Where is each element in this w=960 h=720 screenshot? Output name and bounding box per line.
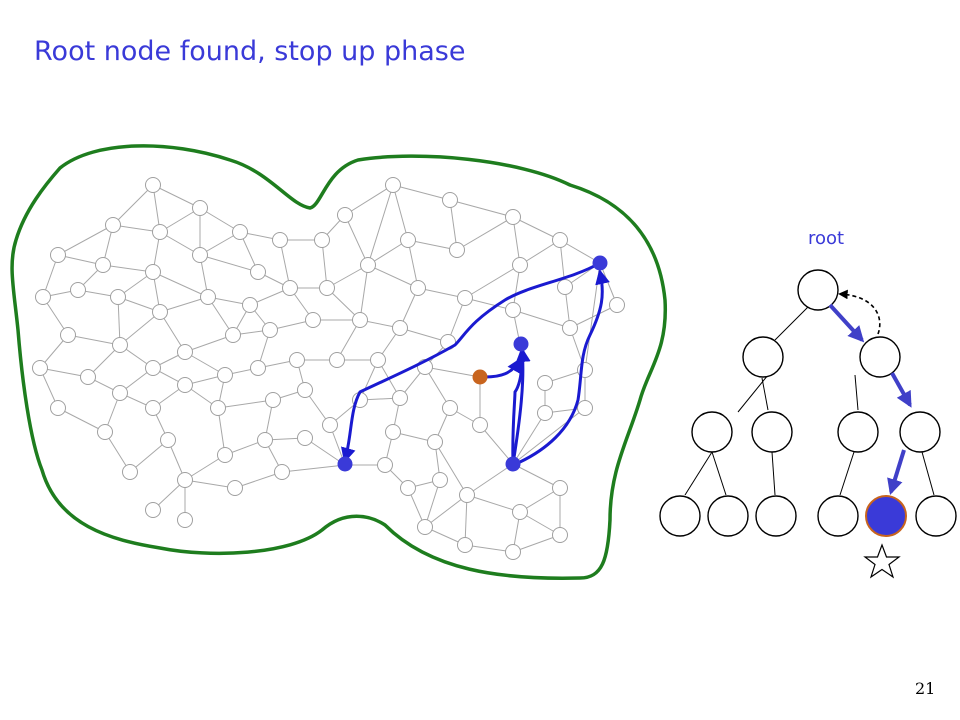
tree-current-node: [865, 495, 907, 537]
slide-title: Root node found, stop up phase: [34, 36, 466, 67]
tree-path-arrows: [828, 303, 912, 496]
graph-edges: [39, 184, 618, 553]
tree-root-label: root: [808, 228, 845, 249]
path-node-mid: [513, 336, 529, 352]
tree-nodes: [659, 269, 957, 537]
source-node: [472, 369, 488, 385]
path-node-top: [592, 255, 608, 271]
graph-nodes: [32, 177, 625, 560]
star-icon: [863, 543, 901, 579]
network-region-outline: [10, 144, 668, 580]
path-node-bottom: [505, 456, 521, 472]
path-node-left: [337, 456, 353, 472]
search-path-arrows: [341, 261, 610, 466]
page-number: 21: [915, 679, 936, 698]
tree-stop-arrow: [838, 289, 881, 335]
tree-edges: [684, 304, 935, 496]
